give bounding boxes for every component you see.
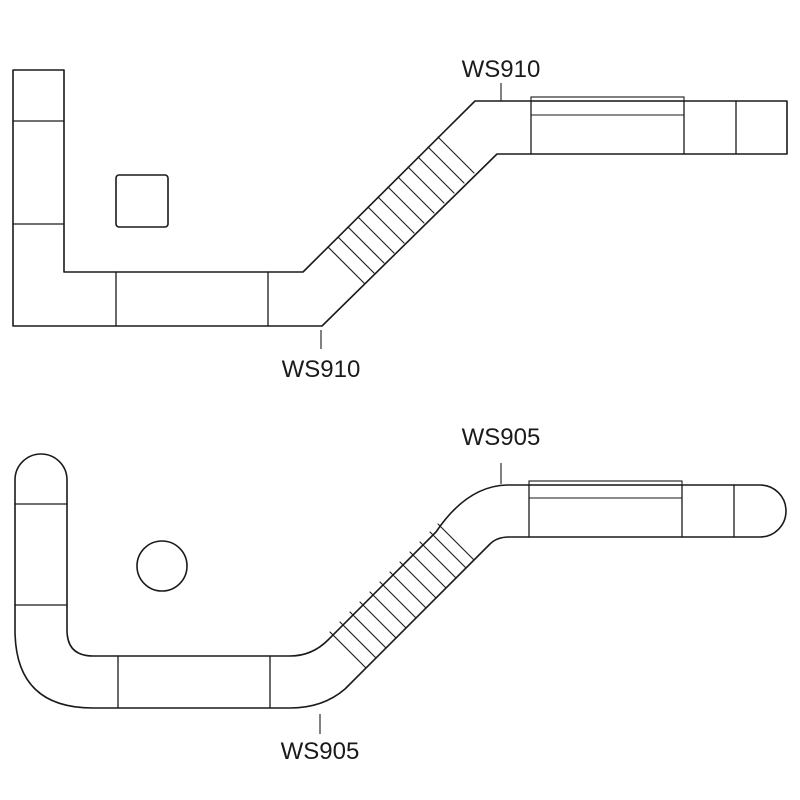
top-bench-outline <box>12 69 788 327</box>
bottom-slatted-section <box>329 523 475 669</box>
bottom-bench-seams <box>14 484 735 709</box>
bottom-round-table <box>136 540 188 592</box>
top-square-table <box>115 174 169 228</box>
top-label-upper: WS910 <box>462 56 541 83</box>
top-bench-seams <box>12 100 737 327</box>
bottom-layout: WS905 WS905 <box>14 424 787 765</box>
top-backrest <box>530 96 685 116</box>
bottom-label-upper: WS905 <box>462 424 541 451</box>
top-slatted-section <box>327 136 475 284</box>
top-layout: WS910 WS910 <box>12 56 788 383</box>
bottom-label-lower: WS905 <box>281 738 360 765</box>
bottom-backrest <box>528 480 683 499</box>
bottom-bench-outline <box>14 453 787 709</box>
top-label-lower: WS910 <box>282 356 361 383</box>
